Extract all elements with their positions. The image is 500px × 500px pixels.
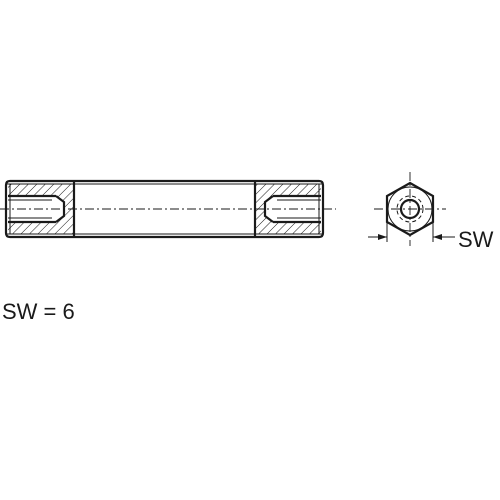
left-hatched-section	[8, 184, 74, 234]
spacer-side-view	[0, 179, 336, 239]
spacer-end-view: SW	[368, 172, 494, 252]
thread-outer-circle	[396, 195, 424, 223]
right-threaded-hole	[263, 194, 321, 224]
sw-dimension	[368, 222, 455, 242]
spec-text: SW = 6	[2, 299, 75, 324]
sw-dimension-label: SW	[458, 227, 494, 252]
right-hatched-section	[255, 184, 321, 234]
